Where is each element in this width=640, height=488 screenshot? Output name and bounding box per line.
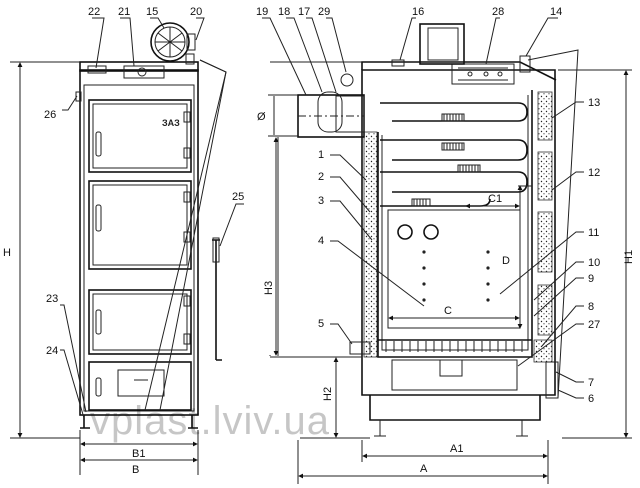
callout-20: 20 bbox=[190, 6, 202, 18]
dim-D: D bbox=[502, 255, 510, 267]
callout-16: 16 bbox=[412, 6, 424, 18]
callout-22: 22 bbox=[88, 6, 100, 18]
ash-door bbox=[88, 361, 192, 411]
flue-pipe bbox=[297, 73, 365, 138]
dim-C: C bbox=[444, 305, 452, 317]
callout-28: 28 bbox=[492, 6, 504, 18]
section-view bbox=[297, 23, 559, 437]
dim-H1: H1 bbox=[623, 250, 635, 264]
dim-H3: H3 bbox=[263, 281, 275, 295]
callout-19: 19 bbox=[256, 6, 268, 18]
turbulators bbox=[411, 113, 481, 207]
brand-plate: ЗАЗ bbox=[162, 118, 180, 128]
control-panel-28 bbox=[451, 63, 515, 85]
air-holes bbox=[422, 250, 490, 302]
callout-21: 21 bbox=[118, 6, 130, 18]
fan-15-icon bbox=[150, 22, 196, 65]
dim-A: A bbox=[420, 463, 428, 475]
front-view: ЗАЗ bbox=[75, 22, 222, 429]
callout-15: 15 bbox=[146, 6, 158, 18]
callout-4: 4 bbox=[318, 235, 324, 247]
callout-24: 24 bbox=[46, 345, 58, 357]
control-panel-21 bbox=[123, 65, 165, 79]
callout-2: 2 bbox=[318, 171, 324, 183]
callout-3: 3 bbox=[318, 195, 324, 207]
dim-A1: A1 bbox=[450, 443, 463, 455]
dimension-labels: H B1 B Ø H3 H2 H1 A1 A C C1 D bbox=[3, 111, 635, 476]
dim-B1: B1 bbox=[132, 448, 145, 460]
dim-C1: C1 bbox=[488, 193, 502, 205]
callout-labels: 22 21 15 20 26 25 23 24 19 18 17 29 16 2… bbox=[44, 6, 600, 405]
callout-11: 11 bbox=[588, 227, 599, 239]
callout-10: 10 bbox=[588, 257, 600, 269]
dim-H: H bbox=[3, 247, 11, 259]
callout-13: 13 bbox=[588, 97, 600, 109]
callout-6: 6 bbox=[588, 393, 594, 405]
callout-5: 5 bbox=[318, 318, 324, 330]
callout-9: 9 bbox=[588, 273, 594, 285]
callout-8: 8 bbox=[588, 301, 594, 313]
lower-door bbox=[88, 289, 192, 355]
dim-H2: H2 bbox=[322, 387, 334, 401]
upper-door bbox=[88, 99, 192, 173]
callout-25: 25 bbox=[232, 191, 244, 203]
callout-27: 27 bbox=[588, 319, 600, 331]
callout-26: 26 bbox=[44, 109, 56, 121]
front-dimensions bbox=[10, 61, 199, 475]
callout-23: 23 bbox=[46, 293, 58, 305]
leader-lines bbox=[60, 17, 584, 419]
section-dimensions bbox=[268, 61, 632, 484]
dim-B: B bbox=[132, 464, 139, 476]
middle-door bbox=[88, 180, 192, 270]
callout-18: 18 bbox=[278, 6, 290, 18]
watermark: vplast.lviv.ua bbox=[90, 399, 330, 443]
callout-12: 12 bbox=[588, 167, 600, 179]
callout-7: 7 bbox=[588, 377, 594, 389]
dim-diameter: Ø bbox=[257, 111, 266, 123]
callout-14: 14 bbox=[550, 6, 562, 18]
callout-29: 29 bbox=[318, 6, 330, 18]
callout-1: 1 bbox=[318, 149, 324, 161]
callout-17: 17 bbox=[298, 6, 310, 18]
